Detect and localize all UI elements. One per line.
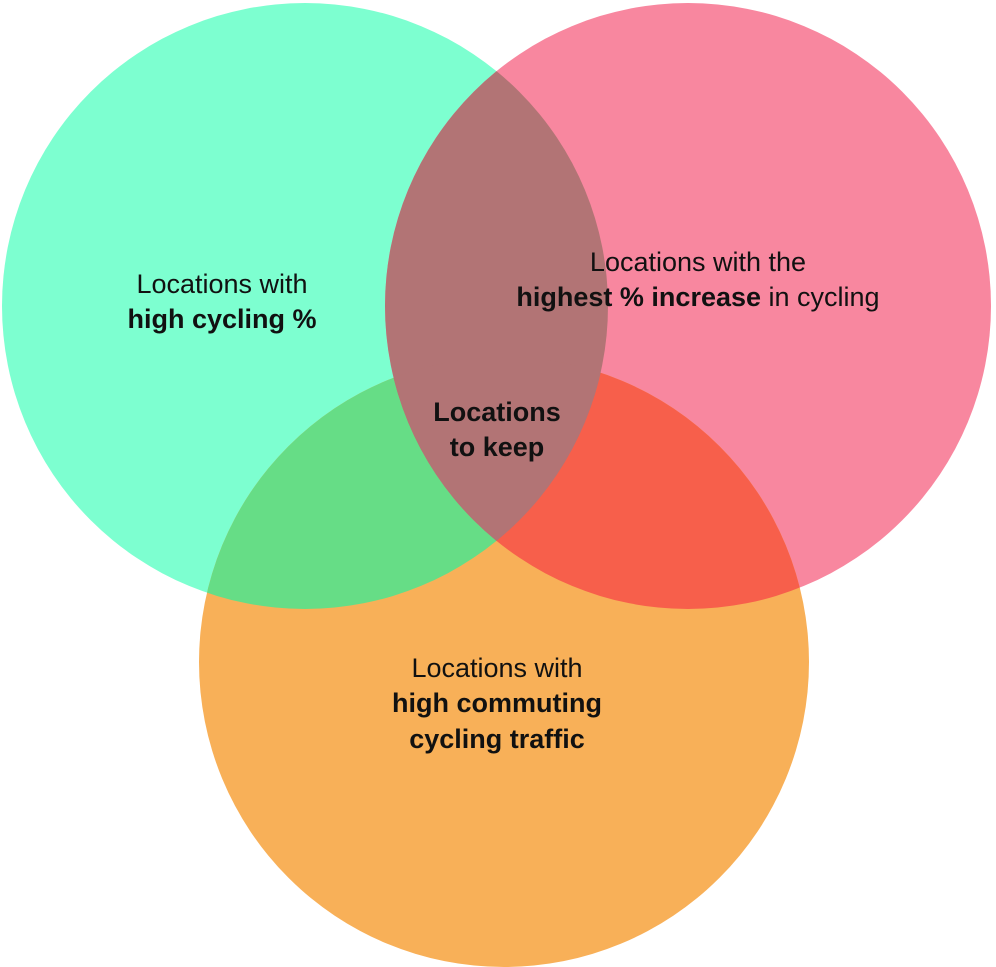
- label-center-line1: Locations: [433, 397, 561, 427]
- label-right-line2: highest % increase in cycling: [516, 282, 879, 312]
- label-bottom-line1: Locations with: [411, 653, 582, 683]
- label-center-line2: to keep: [450, 432, 545, 462]
- label-bottom-line2: high commuting: [392, 688, 602, 718]
- label-right-line1: Locations with the: [590, 247, 806, 277]
- label-right-line2-rest: in cycling: [761, 282, 880, 312]
- label-right-line2-bold: highest % increase: [516, 282, 761, 312]
- label-bottom-line3: cycling traffic: [409, 724, 585, 754]
- label-left-line1: Locations with: [136, 269, 307, 299]
- overlap-left-bottom: [199, 357, 608, 609]
- overlap-right-bottom: [385, 357, 809, 609]
- label-left-line2: high cycling %: [127, 304, 316, 334]
